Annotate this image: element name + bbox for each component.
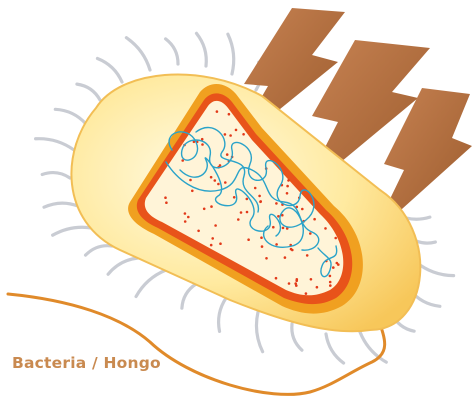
ribosome-dot — [246, 198, 249, 201]
ribosome-dot — [229, 134, 232, 137]
ribosome-dot — [203, 208, 206, 211]
ribosome-dot — [272, 226, 275, 229]
ribosome-dot — [265, 257, 268, 260]
ribosome-dot — [286, 185, 289, 188]
ribosome-dot — [224, 133, 227, 136]
pilus — [182, 284, 196, 308]
ribosome-dot — [290, 248, 293, 251]
ribosome-dot — [258, 195, 261, 198]
pilus — [55, 109, 86, 124]
caption-label: Bacteria / Hongo — [12, 354, 161, 372]
ribosome-dot — [324, 227, 327, 230]
ribosome-dot — [282, 227, 285, 230]
pilus — [126, 38, 150, 70]
pilus — [86, 246, 112, 255]
ribosome-dot — [310, 278, 313, 281]
ribosome-dot — [260, 236, 263, 239]
ribosome-dot — [211, 237, 214, 240]
ribosome-dot — [306, 254, 309, 257]
ribosome-dot — [336, 262, 339, 265]
ribosome-dot — [210, 244, 213, 247]
ribosome-dot — [286, 192, 289, 195]
ribosome-dot — [329, 275, 332, 278]
ribosome-dot — [224, 181, 227, 184]
ribosome-dot — [261, 245, 264, 248]
ribosome-dot — [197, 230, 200, 233]
ribosome-dot — [235, 129, 238, 132]
ribosome-dot — [334, 237, 337, 240]
ribosome-dot — [214, 179, 217, 182]
ribosome-dot — [189, 179, 192, 182]
pilus — [196, 33, 206, 66]
ribosome-dot — [233, 196, 236, 199]
ribosome-dot — [237, 218, 240, 221]
pilus — [136, 270, 166, 297]
ribosome-dot — [275, 243, 278, 246]
ribosome-dot — [165, 201, 168, 204]
ribosome-dot — [295, 279, 298, 282]
ribosome-dot — [217, 183, 220, 186]
ribosome-dot — [329, 284, 332, 287]
pilus — [219, 298, 226, 331]
ribosome-dot — [187, 216, 190, 219]
ribosome-dot — [242, 133, 245, 136]
pilus — [416, 262, 454, 276]
pilus — [53, 227, 92, 235]
pilus — [44, 203, 78, 207]
ribosome-dot — [288, 282, 291, 285]
ribosome-dot — [240, 211, 243, 214]
ribosome-dot — [332, 266, 335, 269]
ribosome-dot — [301, 208, 304, 211]
ribosome-dot — [164, 196, 167, 199]
pilus — [42, 173, 70, 178]
ribosome-dot — [184, 212, 187, 215]
ribosome-dot — [216, 110, 219, 113]
ribosome-dot — [219, 242, 222, 245]
ribosome-dot — [191, 190, 194, 193]
pilus — [228, 34, 234, 74]
ribosome-dot — [184, 220, 187, 223]
ribosome-dot — [210, 205, 213, 208]
ribosome-dot — [316, 286, 319, 289]
ribosome-dot — [214, 224, 217, 227]
ribosome-dot — [210, 176, 213, 179]
ribosome-dot — [254, 187, 257, 190]
pilus — [108, 258, 138, 274]
ribosome-dot — [275, 277, 278, 280]
ribosome-dot — [305, 292, 308, 295]
ribosome-dot — [275, 202, 278, 205]
ribosome-dot — [309, 232, 312, 235]
pilus — [326, 334, 344, 363]
ribosome-dot — [329, 281, 332, 284]
pilus — [97, 58, 122, 82]
ribosome-dot — [228, 113, 231, 116]
ribosome-dot — [201, 143, 204, 146]
pilus — [36, 139, 74, 150]
ribosome-dot — [226, 153, 229, 156]
pilus — [292, 324, 302, 350]
ribosome-dot — [295, 284, 298, 287]
ribosome-dot — [247, 238, 250, 241]
ribosome-dot — [246, 211, 249, 214]
ribosome-dot — [313, 218, 316, 221]
ribosome-dot — [259, 200, 262, 203]
pilus — [256, 312, 262, 352]
pilus — [166, 39, 178, 64]
ribosome-dot — [287, 179, 290, 182]
ribosome-dot — [284, 256, 287, 259]
pilus — [77, 84, 100, 100]
